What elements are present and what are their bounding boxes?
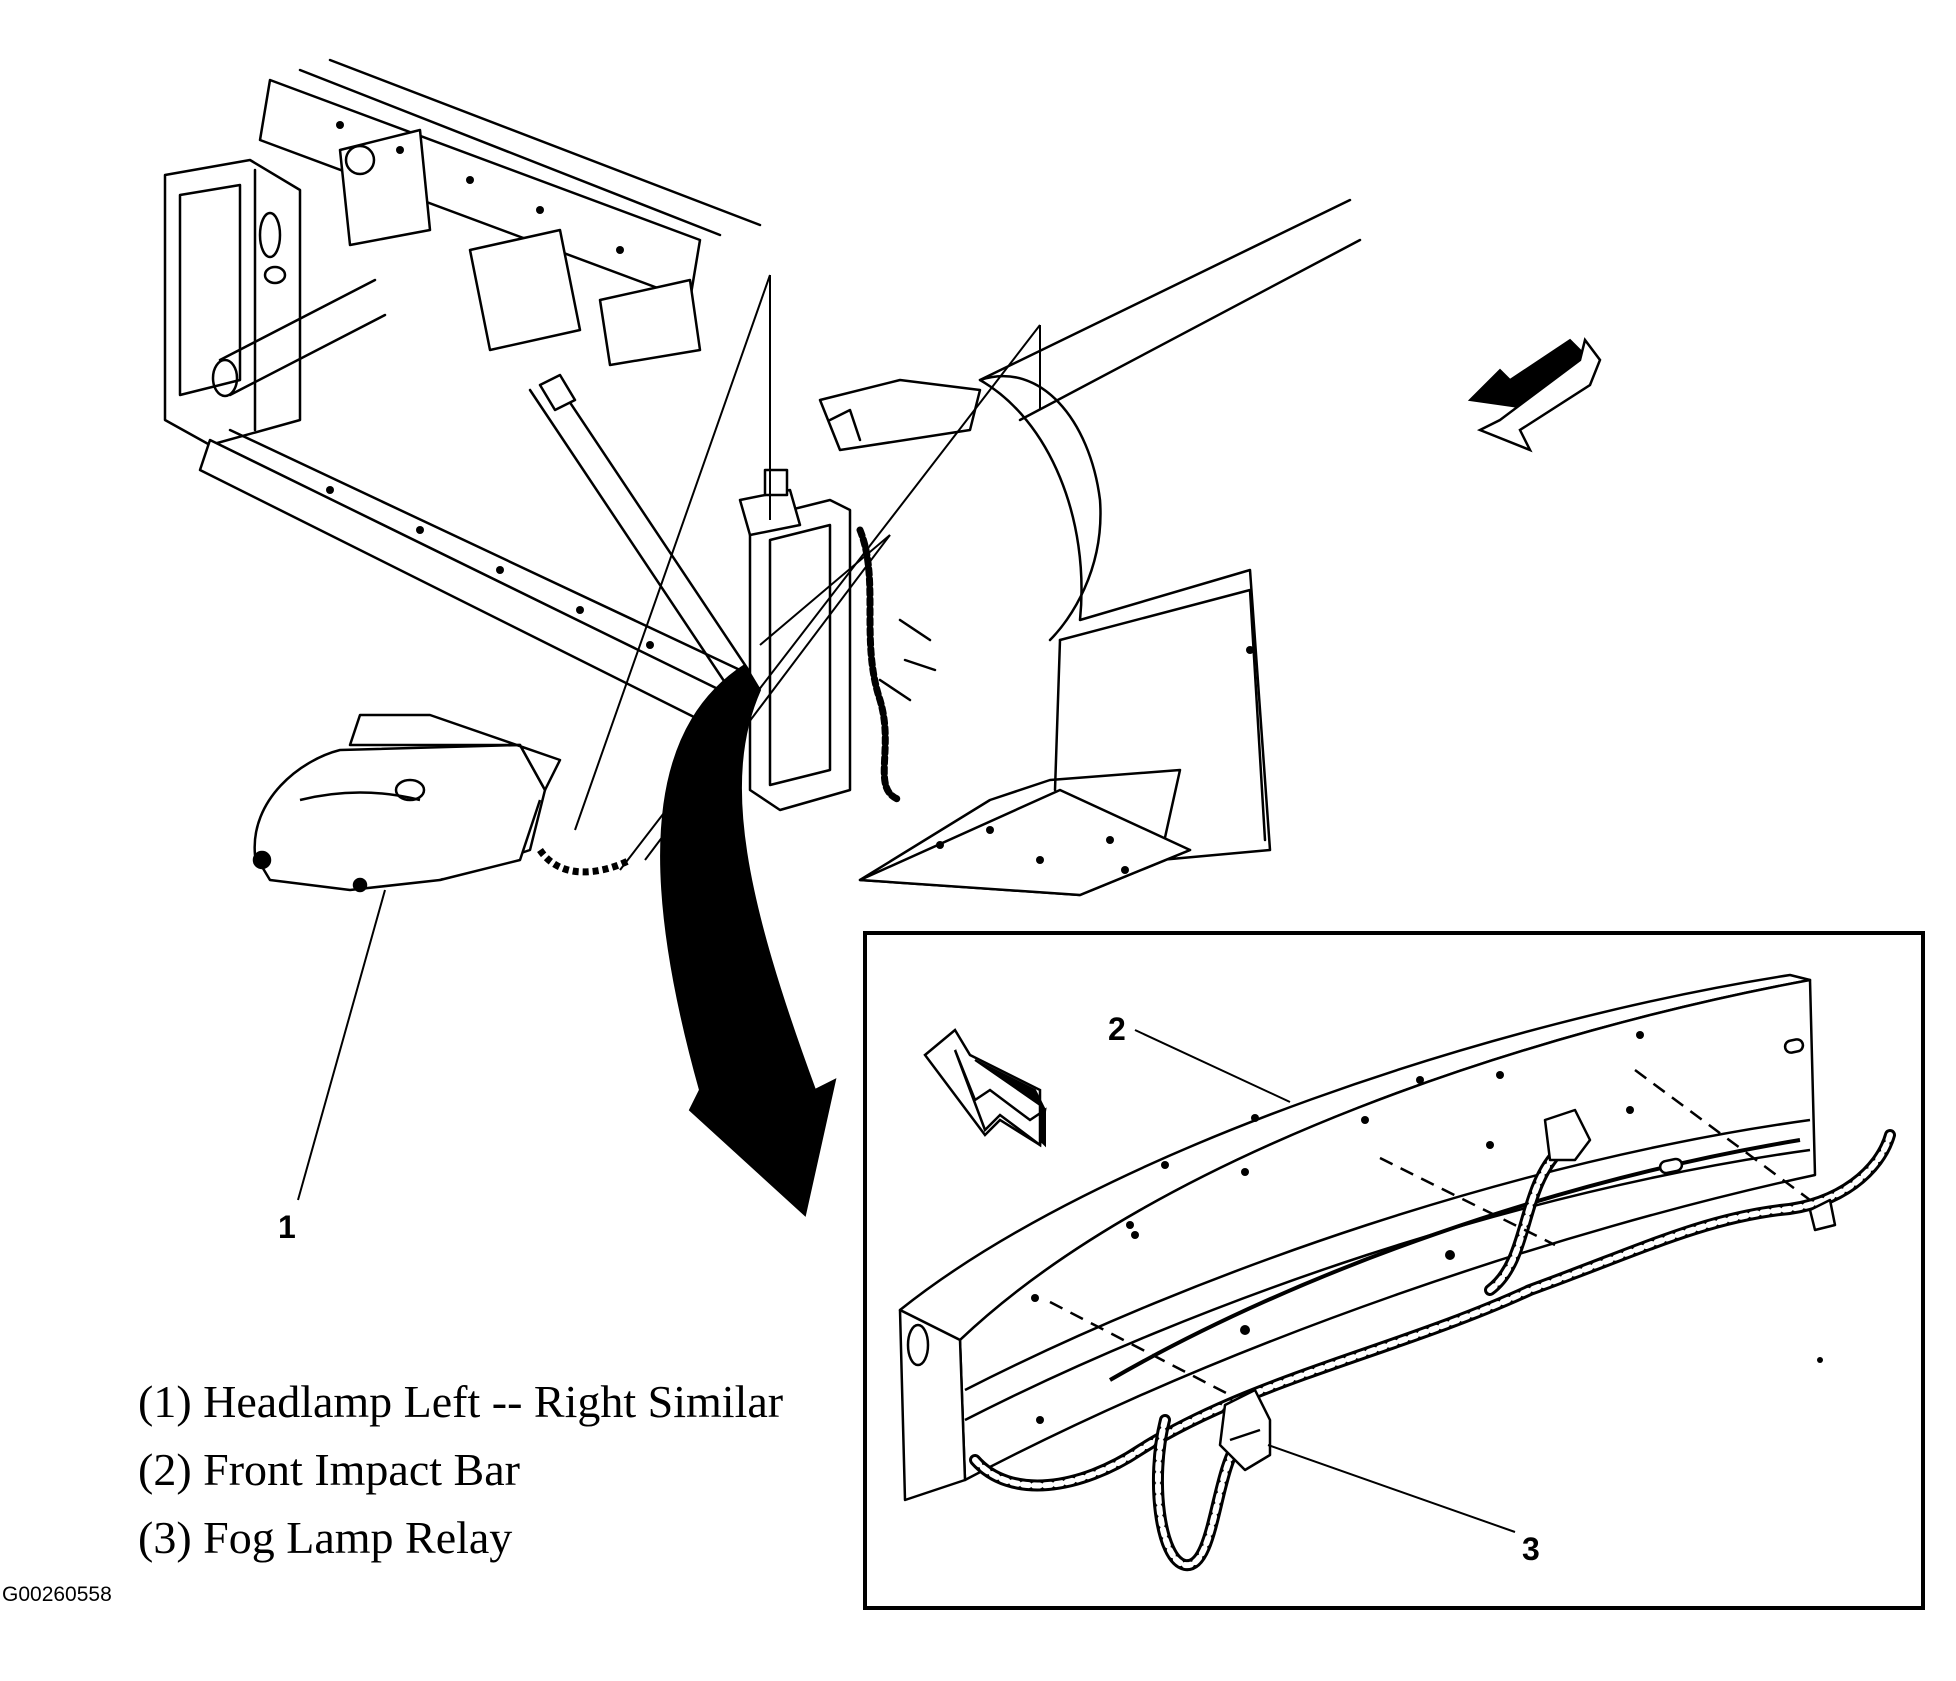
mounting-locator-lines xyxy=(1049,1068,1811,1397)
legend-item-impact-bar: (2) Front Impact Bar xyxy=(138,1444,520,1495)
legend-item-relay: (3) Fog Lamp Relay xyxy=(138,1512,513,1563)
front-impact-bar xyxy=(898,973,1823,1502)
fog-lamp-relay xyxy=(1218,1108,1837,1472)
zoom-detail-arrow-icon xyxy=(660,663,837,1217)
inset-forward-arrow-icon xyxy=(923,1028,1047,1148)
component-legend: (1) Headlamp Left -- Right Similar (2) F… xyxy=(138,1368,783,1572)
fog-lamp-wiring-harness xyxy=(969,1129,1896,1571)
callout-1: 1 xyxy=(278,1209,296,1245)
callout-2: 2 xyxy=(1108,1011,1126,1047)
headlamp-leader-line xyxy=(297,889,386,1201)
forward-direction-arrow-icon xyxy=(1467,337,1602,453)
impact-bar-leader-line xyxy=(1134,1029,1291,1103)
legend-item-headlamp: (1) Headlamp Left -- Right Similar xyxy=(138,1376,784,1427)
callout-3: 3 xyxy=(1522,1531,1540,1567)
radiator-support-assembly xyxy=(163,58,1362,897)
figure-id: G00260558 xyxy=(2,1583,112,1606)
headlamp-assembly xyxy=(252,713,632,893)
relay-leader-line xyxy=(1267,1444,1516,1533)
